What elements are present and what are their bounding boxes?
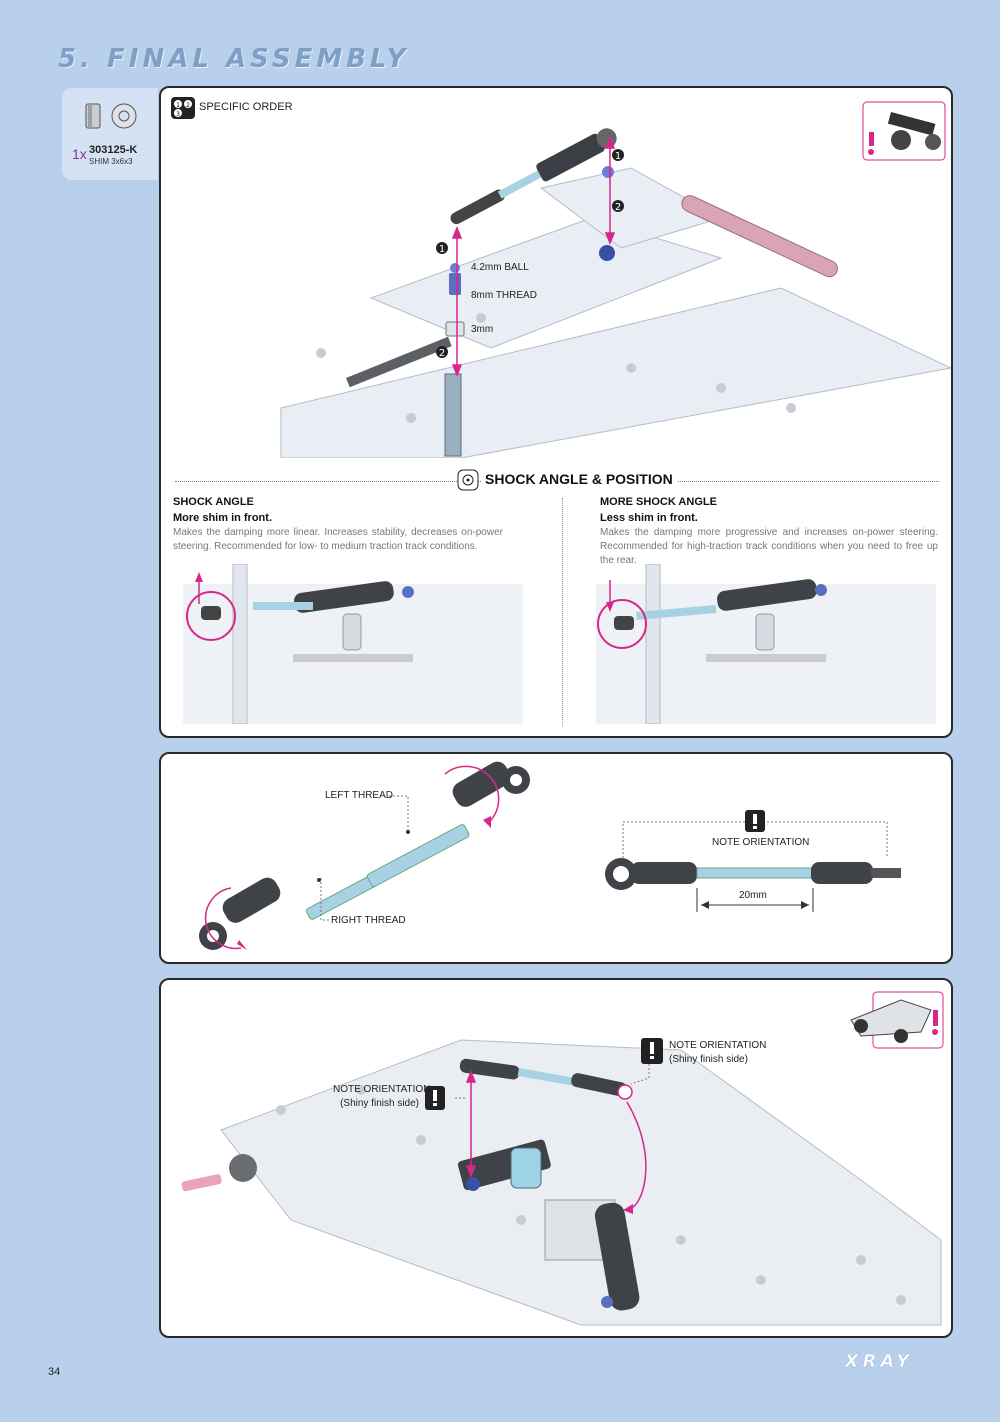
shock-angle-heading: SHOCK ANGLE	[173, 496, 254, 508]
parts-qty: 1x	[72, 146, 87, 162]
specific-order-icon: 1 2 3	[171, 97, 195, 119]
shock-settings-icon	[457, 469, 479, 491]
note2-title: NOTE ORIENTATION	[669, 1040, 767, 1051]
chassis-illustration: 1 2 1 2	[280, 101, 951, 458]
page-number: 34	[48, 1366, 61, 1378]
note1-subtitle: (Shiny finish side)	[340, 1098, 419, 1109]
right-thread-label: RIGHT THREAD	[331, 915, 406, 926]
shim-icon	[85, 103, 137, 129]
assembly-panel-1: 1 2 3 SPECIFIC ORDER	[159, 86, 953, 738]
more-shock-angle-illustration	[596, 564, 936, 724]
svg-text:1: 1	[439, 244, 445, 255]
shock-angle-illustration	[183, 564, 523, 724]
svg-text:1: 1	[176, 102, 180, 109]
note-orientation-label: NOTE ORIENTATION	[712, 837, 810, 848]
dimension-label: 20mm	[739, 890, 767, 901]
parts-code: 303125-K	[89, 144, 138, 156]
shock-angle-subheading: More shim in front.	[173, 512, 272, 524]
page-title: 5. FINAL ASSEMBLY	[58, 44, 410, 74]
specific-order-label: SPECIFIC ORDER	[199, 101, 293, 113]
svg-text:2: 2	[186, 102, 190, 109]
svg-text:2: 2	[615, 202, 621, 213]
shim-size-label: 3mm	[471, 324, 494, 335]
parts-tab: 1x 303125-K SHIM 3x6x3	[62, 88, 158, 180]
svg-text:2: 2	[439, 348, 445, 359]
shock-angle-text: Makes the damping more linear. Increases…	[173, 527, 503, 552]
shock-section-title: SHOCK ANGLE & POSITION	[481, 471, 677, 487]
note2-subtitle: (Shiny finish side)	[669, 1054, 748, 1065]
steering-assembly-illustration	[181, 991, 944, 1326]
ball-label: 4.2mm BALL	[471, 262, 529, 273]
svg-text:1: 1	[615, 151, 621, 162]
more-shock-angle-subheading: Less shim in front.	[600, 512, 698, 524]
assembly-panel-2: LEFT THREAD RIGHT THREAD NOTE ORIENTATIO…	[159, 752, 953, 964]
svg-text:3: 3	[176, 111, 180, 118]
more-shock-angle-heading: MORE SHOCK ANGLE	[600, 496, 717, 508]
thread-label: 8mm THREAD	[471, 290, 537, 301]
more-shock-angle-text: Makes the damping more progressive and i…	[600, 527, 938, 566]
parts-desc: SHIM 3x6x3	[89, 157, 133, 166]
svg-text:XRAY: XRAY	[844, 1352, 914, 1370]
assembly-panel-3: NOTE ORIENTATION (Shiny finish side) NOT…	[159, 978, 953, 1338]
note1-title: NOTE ORIENTATION	[333, 1084, 431, 1095]
turnbuckle-illustration	[199, 761, 901, 950]
left-thread-label: LEFT THREAD	[325, 790, 393, 801]
xray-logo: XRAY	[800, 1352, 958, 1370]
